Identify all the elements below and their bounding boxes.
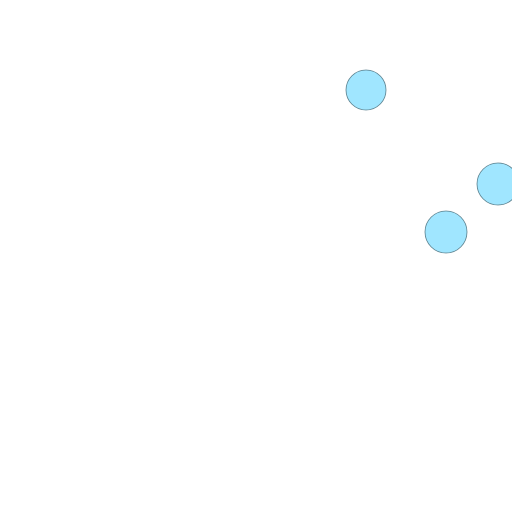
circle-target[interactable] xyxy=(476,162,512,206)
circle-target[interactable] xyxy=(345,69,387,111)
circle-target[interactable] xyxy=(424,210,468,254)
